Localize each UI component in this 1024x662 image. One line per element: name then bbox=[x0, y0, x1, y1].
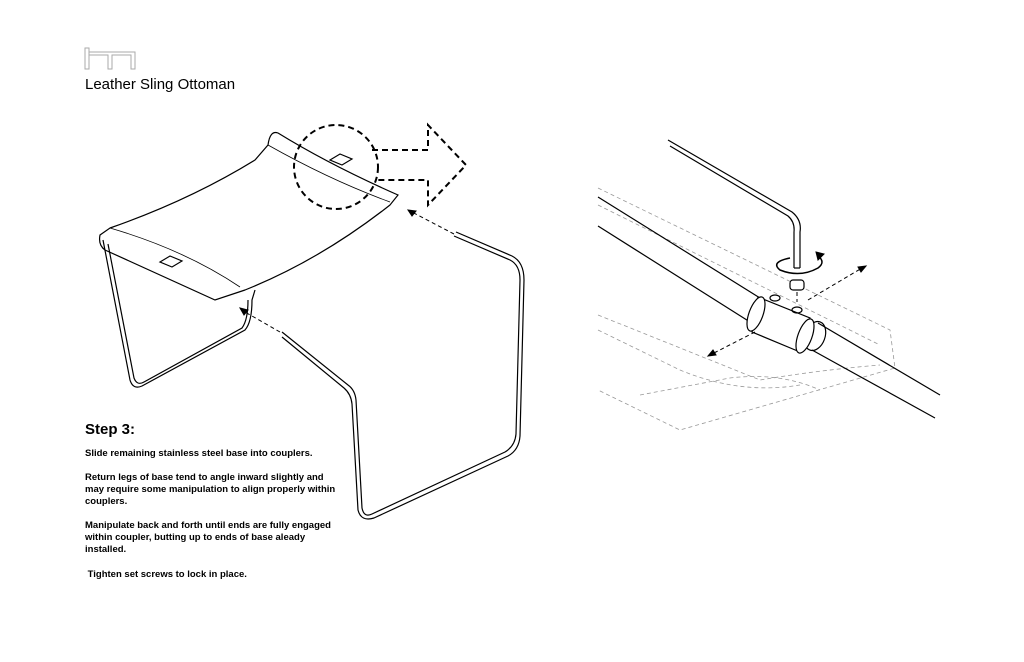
hm-logo bbox=[84, 47, 136, 70]
coupler-detail-drawing bbox=[597, 139, 941, 431]
direction-arrows bbox=[244, 211, 455, 333]
step-heading: Step 3: bbox=[85, 421, 136, 438]
arrow-head-upper bbox=[406, 209, 417, 217]
document-title: Leather Sling Ottoman bbox=[85, 76, 236, 93]
arrow-head-lower bbox=[238, 307, 249, 316]
detail-callout bbox=[293, 122, 468, 210]
ottoman-sling-drawing bbox=[98, 131, 525, 520]
instruction-paragraph-2: Return legs of base tend to angle inward… bbox=[85, 472, 336, 507]
instruction-paragraph-3: Manipulate back and forth until ends are… bbox=[85, 520, 331, 555]
instruction-paragraph-1: Slide remaining stainless steel base int… bbox=[85, 448, 313, 459]
instruction-paragraph-4: Tighten set screws to lock in place. bbox=[85, 569, 247, 580]
